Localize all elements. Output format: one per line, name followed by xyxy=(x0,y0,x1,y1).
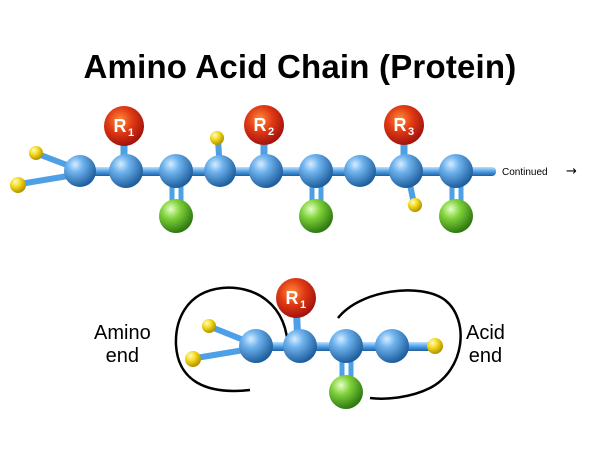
acid-end-label: Acid end xyxy=(466,322,505,368)
r-group-1-single: R 1 xyxy=(276,278,316,318)
backbone-atom xyxy=(239,329,273,363)
r-group-letter: R xyxy=(286,288,299,308)
backbone-atom xyxy=(159,154,193,188)
hydrogen-atom xyxy=(427,338,443,354)
hydrogen-atom xyxy=(210,131,224,145)
right-arrow-icon: → xyxy=(566,164,577,179)
r-group-subscript: 3 xyxy=(408,126,414,138)
hydrogen-atom xyxy=(202,319,216,333)
r-group-1: R 1 xyxy=(104,106,144,146)
r-group-subscript: 1 xyxy=(128,127,134,139)
backbone-atom xyxy=(249,154,283,188)
backbone-atom xyxy=(439,154,473,188)
amino-end-label: Amino end xyxy=(94,322,151,368)
acid-end-line1: Acid xyxy=(466,322,505,344)
side-atom xyxy=(299,199,333,233)
acid-end-arc xyxy=(337,289,462,400)
single-amino-acid: R 1 xyxy=(174,278,462,409)
r-group-3: R 3 xyxy=(384,105,424,145)
backbone-atom xyxy=(344,155,376,187)
hydrogen-atom xyxy=(10,177,26,193)
r-group-letter: R xyxy=(114,116,127,136)
amino-end-arc xyxy=(174,286,290,393)
acid-end-line2: end xyxy=(468,345,503,367)
backbone-atom xyxy=(375,329,409,363)
backbone-atom xyxy=(283,329,317,363)
backbone-atom xyxy=(204,155,236,187)
r-group-letter: R xyxy=(394,115,407,135)
hydrogen-atom xyxy=(185,351,201,367)
backbone-atom xyxy=(64,155,96,187)
r-group-subscript: 2 xyxy=(268,126,274,138)
backbone-atom xyxy=(389,154,423,188)
r-group-2: R 2 xyxy=(244,105,284,145)
backbone-atom xyxy=(109,154,143,188)
side-atom xyxy=(439,199,473,233)
r-group-subscript: 1 xyxy=(300,299,306,311)
hydrogen-atom xyxy=(408,198,422,212)
amino-end-line1: Amino xyxy=(94,322,151,344)
side-atom xyxy=(159,199,193,233)
diagram-title: Amino Acid Chain (Protein) xyxy=(83,48,517,85)
backbone-atom xyxy=(299,154,333,188)
amino-end-line2: end xyxy=(105,345,140,367)
amino-acid-chain: R 1 R 2 R 3 xyxy=(10,105,496,233)
continued-label: Continued xyxy=(502,167,548,178)
hydrogen-atom xyxy=(29,146,43,160)
r-group-letter: R xyxy=(254,115,267,135)
side-atom xyxy=(329,375,363,409)
backbone-atom xyxy=(329,329,363,363)
